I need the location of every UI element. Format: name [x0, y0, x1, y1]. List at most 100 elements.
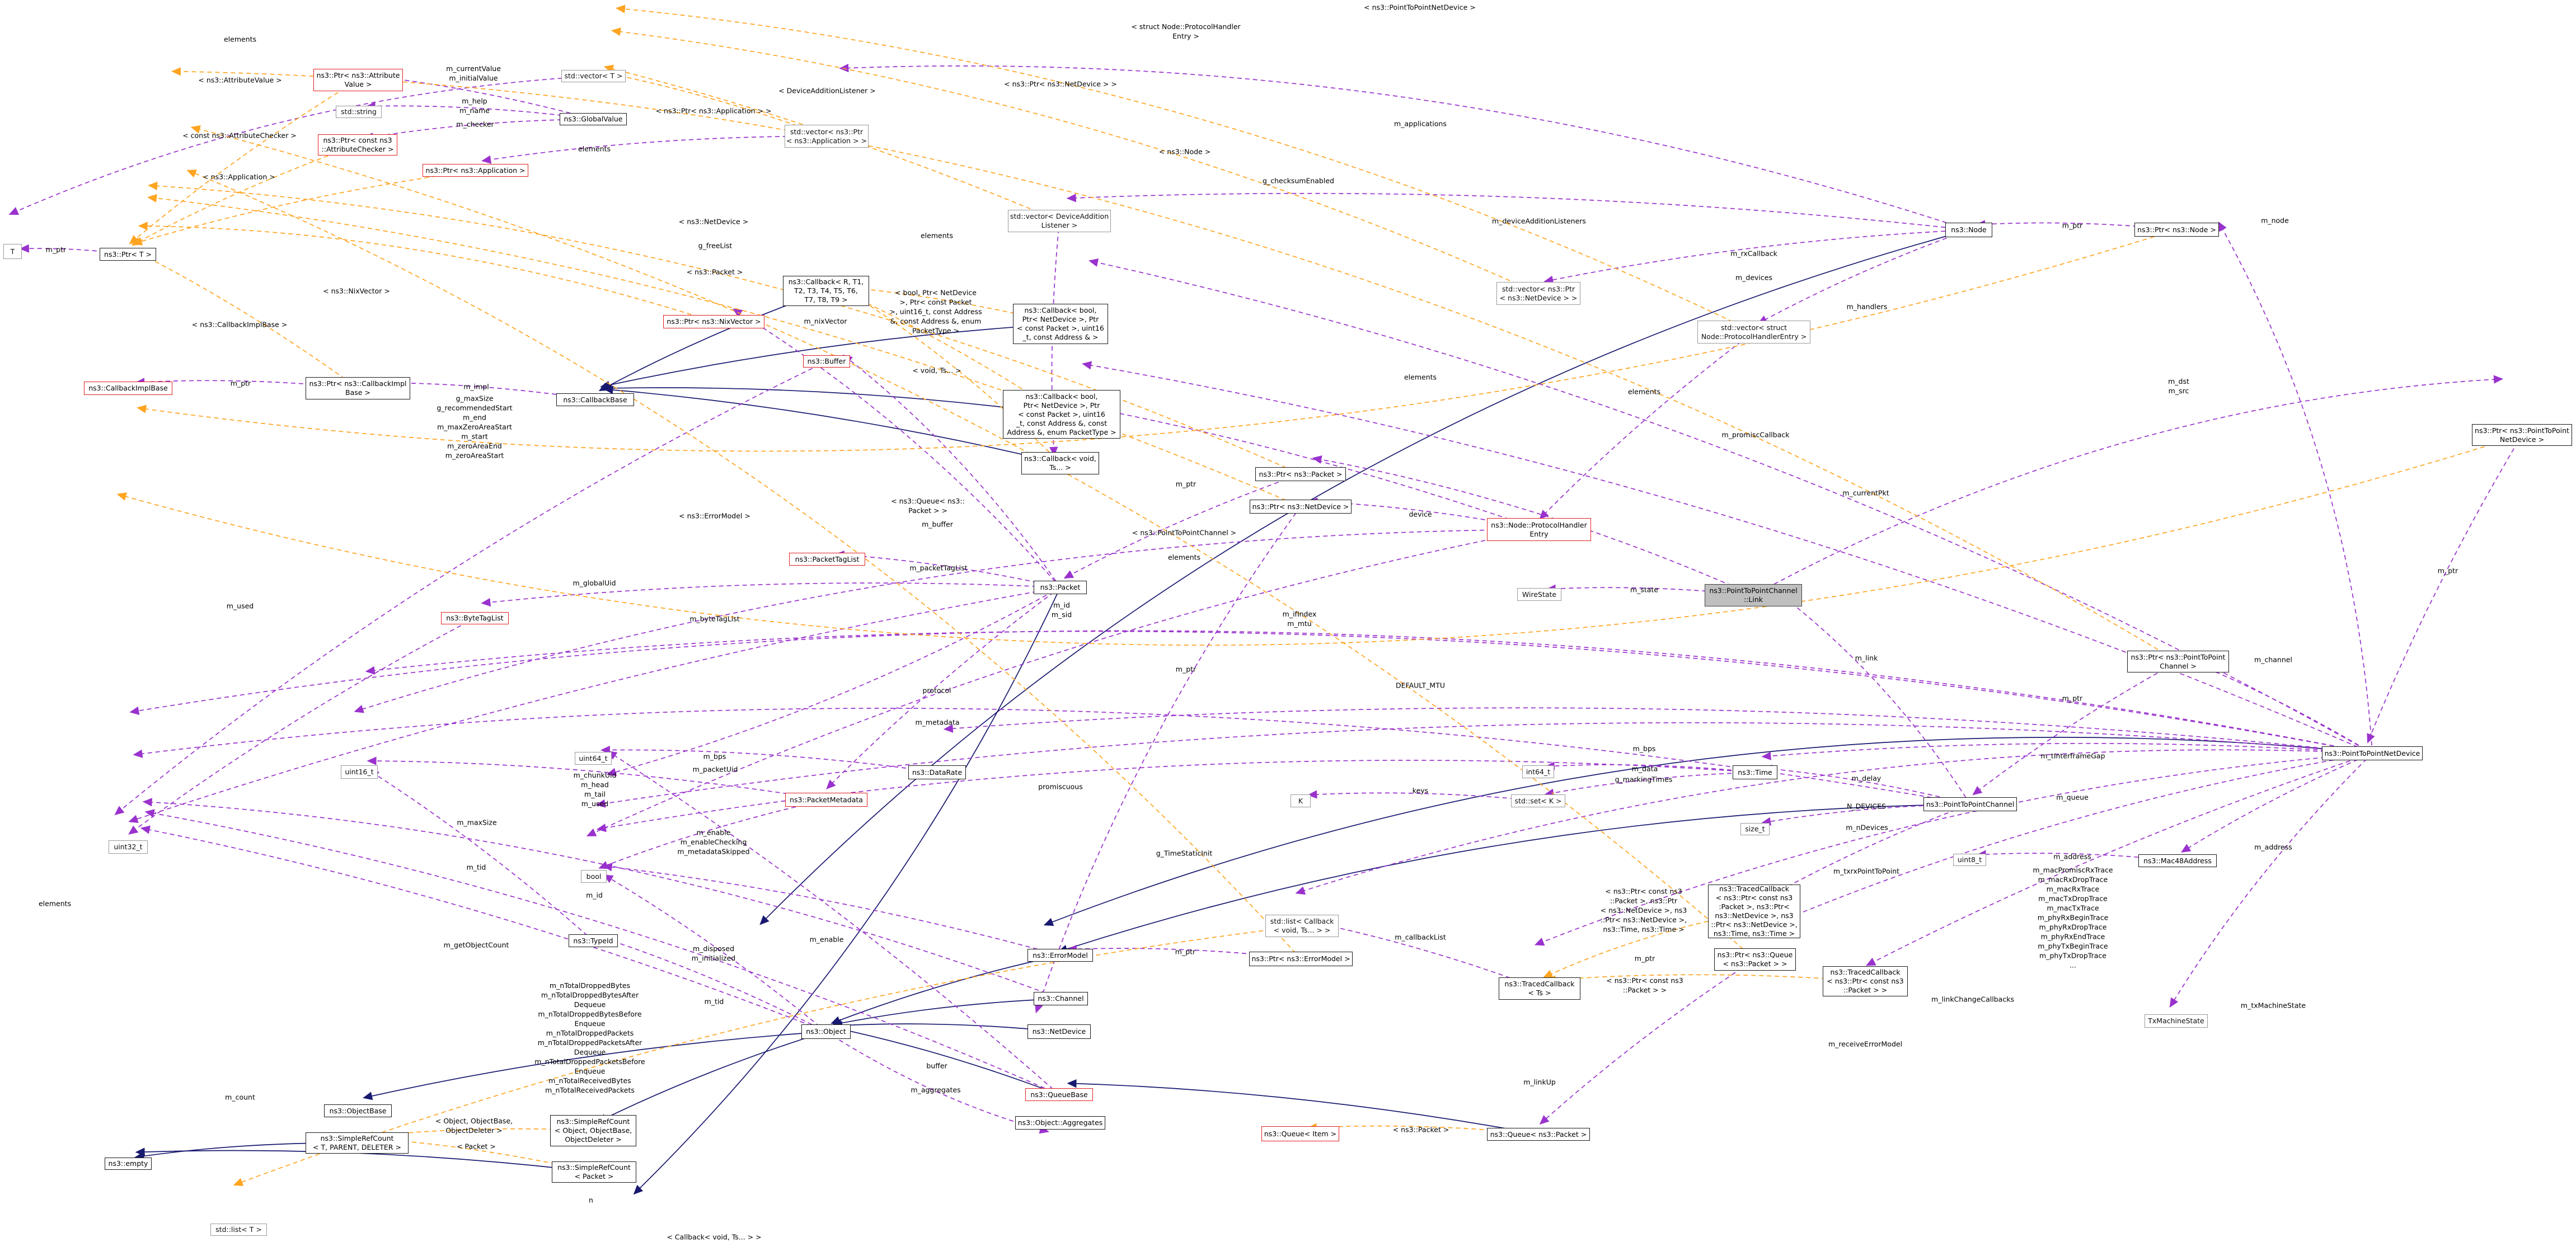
- class-node-ptr_netdevice[interactable]: ns3::Ptr< ns3::NetDevice >: [1250, 500, 1352, 514]
- class-node-p2pnetdevice[interactable]: ns3::PointToPointNetDevice: [2322, 746, 2423, 760]
- class-node-std_string[interactable]: std::string: [336, 106, 382, 118]
- class-node-vector_netdev[interactable]: std::vector< ns3::Ptr< ns3::NetDevice > …: [1496, 282, 1580, 305]
- class-node-empty[interactable]: ns3::empty: [105, 1158, 152, 1170]
- class-node-packettaglist[interactable]: ns3::PacketTagList: [789, 553, 865, 566]
- class-node-callback_r_t1[interactable]: ns3::Callback< R, T1,T2, T3, T4, T5, T6,…: [783, 276, 869, 306]
- class-node-p2pchannel[interactable]: ns3::PointToPointChannel: [1923, 797, 2017, 811]
- class-node-object[interactable]: ns3::Object: [801, 1024, 851, 1039]
- class-node-label: ns3::NetDevice: [1032, 1027, 1086, 1036]
- class-node-txmachinestate[interactable]: TxMachineState: [2145, 1014, 2208, 1028]
- class-node-label: ns3::GlobalValue: [564, 115, 623, 123]
- edge-object-to-uint32: [140, 825, 827, 1032]
- class-node-p2pchannel_link[interactable]: ns3::PointToPointChannel::Link: [1705, 584, 1802, 606]
- class-node-ptr_t[interactable]: ns3::Ptr< T >: [100, 248, 156, 261]
- class-node-uint8[interactable]: uint8_t: [1953, 854, 1986, 866]
- class-node-label: ns3::SimpleRefCount: [556, 1117, 630, 1126]
- class-node-vector_ptr_application[interactable]: std::vector< ns3::Ptr< ns3::Application …: [785, 125, 869, 148]
- class-node-label: WireState: [1522, 590, 1557, 599]
- class-node-label: ns3::Ptr< ns3::Packet >: [1259, 469, 1343, 478]
- class-node-queue_packet[interactable]: ns3::Queue< ns3::Packet >: [1487, 1128, 1590, 1141]
- class-node-size_t[interactable]: size_t: [1740, 823, 1770, 835]
- edge-ptr_queue_packet-to-queue_packet: [1539, 959, 1756, 1125]
- class-node-label: ns3::Ptr< T >: [104, 250, 152, 258]
- class-node-label: ns3::ObjectBase: [329, 1106, 387, 1115]
- class-node-src_tpd[interactable]: ns3::SimpleRefCount< T, PARENT, DELETER …: [306, 1132, 409, 1154]
- class-node-ptr_application[interactable]: ns3::Ptr< ns3::Application >: [423, 164, 528, 177]
- class-node-label: bool: [586, 872, 602, 881]
- class-node-callbackbase[interactable]: ns3::CallbackBase: [556, 393, 634, 406]
- edge-ptr_errormodel-to-ptr_t: [186, 170, 1302, 959]
- class-node-objectbase[interactable]: ns3::ObjectBase: [324, 1104, 392, 1117]
- class-node-uint16[interactable]: uint16_t: [341, 765, 378, 779]
- class-node-bool[interactable]: bool: [581, 870, 607, 883]
- class-node-queue_item[interactable]: ns3::Queue< Item >: [1261, 1126, 1339, 1141]
- edge-ptr_nixvector-to-ptr_t: [138, 222, 714, 322]
- class-node-typeid[interactable]: ns3::TypeId: [569, 934, 618, 947]
- class-node-label: ns3::PointToPointNetDevice: [2324, 749, 2420, 758]
- class-node-label: std::vector< DeviceAddition: [1010, 212, 1109, 220]
- class-node-ptr_errormodel[interactable]: ns3::Ptr< ns3::ErrorModel >: [1249, 952, 1353, 966]
- class-node-callbackimplbase[interactable]: ns3::CallbackImplBase: [84, 382, 172, 395]
- class-node-wirestate[interactable]: WireState: [1517, 588, 1561, 601]
- edge-tracedcb_pkt-to-tracedcb_ts: [1546, 974, 1866, 984]
- class-node-uint32[interactable]: uint32_t: [109, 840, 148, 854]
- class-node-std_set_k[interactable]: std::set< K >: [1511, 794, 1565, 807]
- class-node-label: uint16_t: [345, 768, 374, 776]
- class-node-tracedcb_pkt[interactable]: ns3::TracedCallback< ns3::Ptr< const ns3…: [1823, 966, 1908, 996]
- edge-vector_ptr_application-to-ptr_application: [481, 135, 827, 164]
- class-node-callback_bool7[interactable]: ns3::Callback< bool,Ptr< NetDevice >, Pt…: [1003, 390, 1120, 439]
- class-node-buffer[interactable]: ns3::Buffer: [803, 355, 850, 368]
- class-node-netdevice[interactable]: ns3::NetDevice: [1027, 1024, 1091, 1039]
- class-node-src_packet[interactable]: ns3::SimpleRefCount< Packet >: [552, 1161, 636, 1183]
- class-node-datarate[interactable]: ns3::DataRate: [908, 765, 966, 779]
- class-node-node[interactable]: ns3::Node: [1945, 223, 1992, 237]
- class-node-packetmetadata[interactable]: ns3::PacketMetadata: [785, 793, 867, 807]
- class-node-tracedcb5[interactable]: ns3::TracedCallback< ns3::Ptr< const ns3…: [1708, 885, 1800, 938]
- edge-p2pnetdevice-to-tracedcb_pkt: [1866, 752, 2373, 966]
- class-node-t_left[interactable]: T: [3, 244, 22, 259]
- class-node-list_callback[interactable]: std::list< Callback< void, Ts... > >: [1265, 915, 1339, 937]
- class-node-bytetaglist[interactable]: ns3::ByteTagList: [441, 612, 509, 624]
- class-node-uint64[interactable]: uint64_t: [575, 752, 612, 765]
- class-node-label: ns3::Callback< R, T1,: [788, 277, 864, 286]
- class-node-std_list_t[interactable]: std::list< T >: [210, 1224, 267, 1236]
- class-node-queuebase[interactable]: ns3::QueueBase: [1025, 1088, 1093, 1101]
- class-node-ptr_queue_packet[interactable]: ns3::Ptr< ns3::Queue< ns3::Packet > >: [1714, 948, 1796, 971]
- class-node-label: uint8_t: [1957, 855, 1982, 864]
- class-node-label: std::vector< ns3::Ptr: [790, 127, 864, 136]
- class-node-label: ns3::Time: [1738, 768, 1772, 777]
- class-node-aggregates[interactable]: ns3::Object::Aggregates: [1015, 1116, 1105, 1130]
- class-node-time[interactable]: ns3::Time: [1733, 765, 1777, 779]
- class-node-int64[interactable]: int64_t: [1522, 765, 1554, 778]
- class-node-ptr_node[interactable]: ns3::Ptr< ns3::Node >: [2134, 223, 2219, 237]
- class-node-callback_void[interactable]: ns3::Callback< void,Ts... >: [1021, 452, 1099, 474]
- edge-object-to-bool: [603, 874, 827, 1032]
- edge-time-to-int64: [1545, 761, 1756, 773]
- edge-p2pchannel-to-channel: [1058, 803, 1970, 953]
- class-node-k_box[interactable]: K: [1291, 794, 1311, 807]
- class-node-label: ns3::Ptr< const ns3: [323, 136, 392, 144]
- class-node-callback_bool5[interactable]: ns3::Callback< bool,Ptr< NetDevice >, Pt…: [1013, 304, 1108, 344]
- class-node-channel[interactable]: ns3::Channel: [1034, 992, 1088, 1005]
- class-node-ptr_packet[interactable]: ns3::Ptr< ns3::Packet >: [1255, 467, 1346, 481]
- class-node-label: ns3::Callback< bool,: [1024, 306, 1097, 314]
- class-node-tracedcb_ts[interactable]: ns3::TracedCallback< Ts >: [1499, 977, 1580, 1000]
- class-node-globalvalue[interactable]: ns3::GlobalValue: [560, 113, 627, 125]
- class-node-src_ood[interactable]: ns3::SimpleRefCount< Object, ObjectBase,…: [550, 1115, 636, 1146]
- class-node-packet[interactable]: ns3::Packet: [1034, 581, 1087, 594]
- class-node-label: ns3::ErrorModel: [1033, 951, 1088, 959]
- class-node-mac48[interactable]: ns3::Mac48Address: [2138, 854, 2217, 867]
- class-node-std_vector_t[interactable]: std::vector< T >: [561, 70, 626, 82]
- class-node-label: std::string: [341, 107, 377, 116]
- class-node-label: ns3::Object::Aggregates: [1017, 1118, 1103, 1127]
- class-node-errormodel[interactable]: ns3::ErrorModel: [1027, 949, 1093, 962]
- class-node-ptr_nixvector[interactable]: ns3::Ptr< ns3::NixVector >: [663, 315, 764, 328]
- class-node-ptr_const_attrchecker[interactable]: ns3::Ptr< const ns3::AttributeChecker >: [318, 134, 397, 156]
